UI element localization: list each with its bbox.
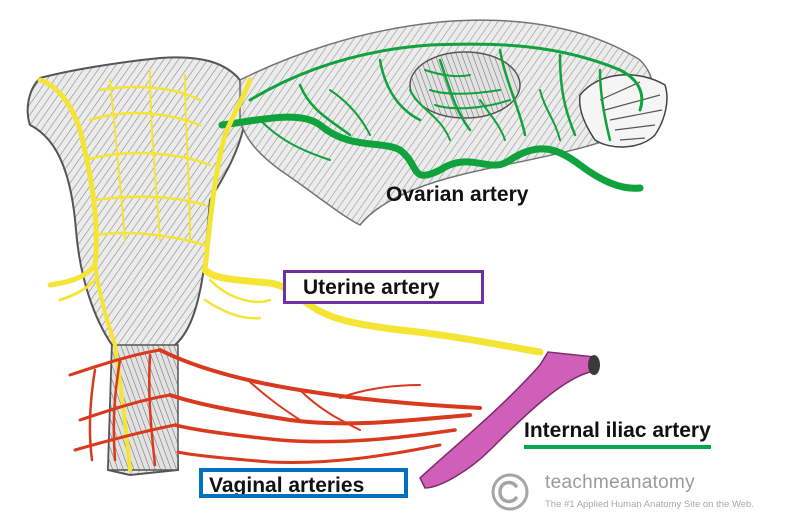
- uterine-artery-label: Uterine artery: [283, 270, 484, 304]
- watermark-tagline: The #1 Applied Human Anatomy Site on the…: [545, 499, 754, 510]
- copyright-icon: [491, 473, 529, 511]
- watermark: teachmeanatomy The #1 Applied Human Anat…: [491, 470, 781, 514]
- ovarian-artery-label: Ovarian artery: [386, 184, 528, 205]
- vaginal-arteries-label: Vaginal arteries: [199, 468, 408, 498]
- watermark-brand: teachmeanatomy: [545, 472, 695, 494]
- uterus-body: [28, 57, 245, 475]
- internal-iliac-artery-label: Internal iliac artery: [524, 420, 711, 449]
